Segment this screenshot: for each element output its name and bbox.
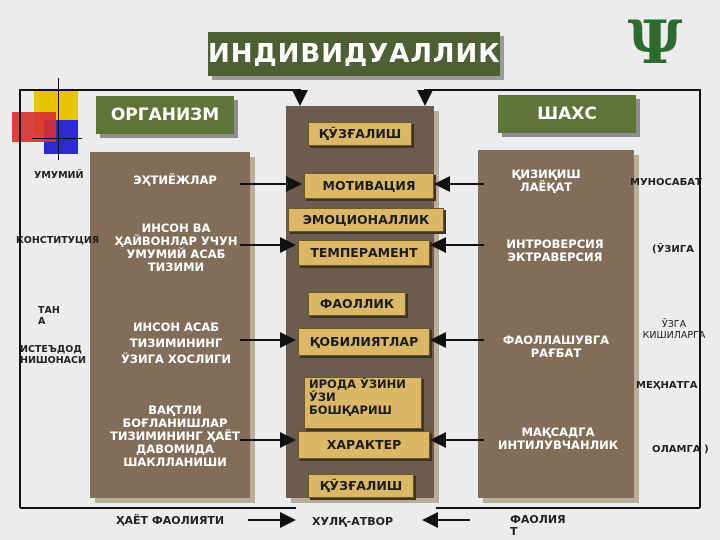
box-iroda: ИРОДА ЎЗИНИ ЎЗИ БОШҚАРИШ <box>304 377 422 429</box>
side-label-tana: ТАН А <box>38 305 60 327</box>
frame-line-left <box>19 89 308 508</box>
shakhs-column <box>478 150 634 498</box>
side-label-konstitutsiya: КОНСТИТУЦИЯ <box>16 235 100 246</box>
right-item-maqsad: МАҚСАДГА ИНТИЛУВЧАНЛИК <box>497 425 619 452</box>
left-item-insonga-xos: ИНСОН АСАБ ТИЗИМИНИНГ ЎЗИГА ХОСЛИГИ <box>120 320 232 366</box>
organism-header: ОРГАНИЗМ <box>96 96 234 134</box>
decor-black-line-h <box>32 138 82 139</box>
box-temperament: ТЕМПЕРАМЕНТ <box>298 240 430 266</box>
side-label-mehnatga: МЕҲНАТГА <box>636 380 698 391</box>
left-item-umumiy-tizim: ИНСОН ВА ҲАЙВОНЛАР УЧУН УМУМИЙ АСАБ ТИЗИ… <box>114 221 238 274</box>
side-label-munosabat: МУНОСАБАТ <box>630 177 702 188</box>
organism-column <box>90 152 250 498</box>
psi-icon: Ψ <box>627 8 683 78</box>
box-kharakter: ХАРАКТЕР <box>298 431 430 459</box>
side-label-uziga: (ЎЗИГА <box>652 244 694 255</box>
bottom-label-faoliyat: ФАОЛИЯ Т <box>510 513 566 538</box>
decor-black-line <box>58 78 59 160</box>
left-item-ekhtiyojlar: ЭҲТИЁЖЛАР <box>133 173 217 187</box>
bottom-label-hayot: ҲАЁТ ФАОЛИЯТИ <box>116 514 225 527</box>
side-label-isteydod: ИСТЕЪДОД НИШОНАСИ <box>20 344 86 366</box>
page-title: ИНДИВИДУАЛЛИК <box>208 32 500 76</box>
right-item-introversiya: ИНТРОВЕРСИЯ ЭКТРАВЕРСИЯ <box>506 237 604 264</box>
bottom-label-xulq: ХУЛҚ-АТВОР <box>312 515 394 528</box>
box-kuzgalish-top: ҚЎЗҒАЛИШ <box>308 122 412 146</box>
frame-line-right <box>417 89 701 508</box>
right-item-faollashuv: ФАОЛЛАШУВГА РАҒБАТ <box>502 333 610 360</box>
shakhs-header: ШАХС <box>498 95 636 133</box>
box-emotsionallik: ЭМОЦИОНАЛЛИК <box>288 208 444 232</box>
left-item-shakllanish: ВАҚТЛИ БОҒЛАНИШЛАР ТИЗИМИНИНГ ҲАЁТ ДАВОМ… <box>109 403 240 469</box>
side-label-umumiy: УМУМИЙ <box>34 170 84 181</box>
right-item-qiziqish: ҚИЗИҚИШ ЛАЁҚАТ <box>511 167 581 194</box>
box-motivatsiya: МОТИВАЦИЯ <box>304 173 434 199</box>
box-qobiliyatlar: ҚОБИЛИЯТЛАР <box>298 328 430 356</box>
box-kuzgalish-bottom: ҚЎЗҒАЛИШ <box>308 474 414 498</box>
side-label-uzga: ЎЗГА КИШИЛАРГА <box>642 319 706 341</box>
box-faollik: ФАОЛЛИК <box>308 292 406 316</box>
side-label-olamga: ОЛАМГА ) <box>652 444 709 455</box>
